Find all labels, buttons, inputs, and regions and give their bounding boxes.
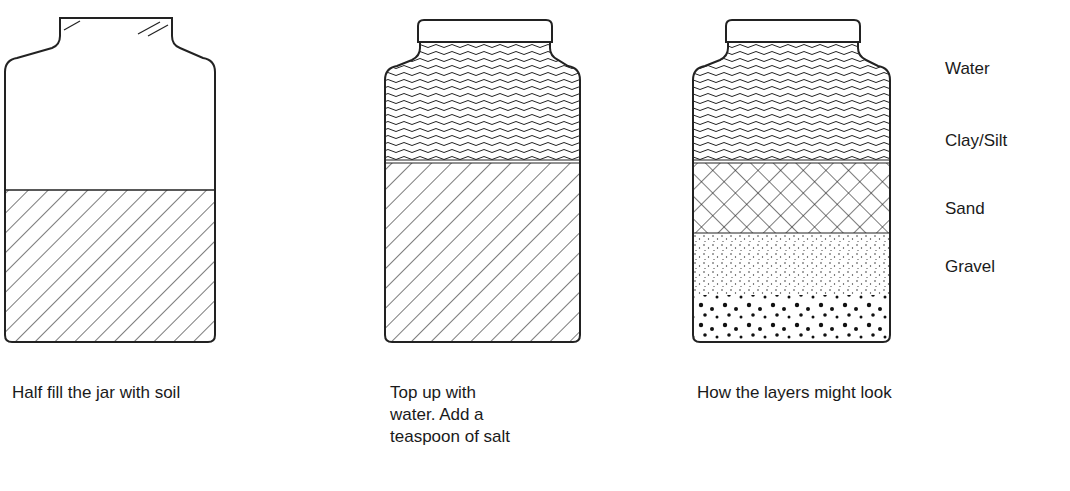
layer-label: Clay/Silt xyxy=(945,130,1055,152)
layer-label: Water xyxy=(945,58,1055,80)
layer-label: Sand xyxy=(945,198,1055,220)
caption: How the layers might look xyxy=(697,382,917,404)
caption: Top up with water. Add a teaspoon of sal… xyxy=(390,382,525,448)
layer-label: Gravel xyxy=(945,256,1055,278)
caption: Half fill the jar with soil xyxy=(12,382,262,404)
